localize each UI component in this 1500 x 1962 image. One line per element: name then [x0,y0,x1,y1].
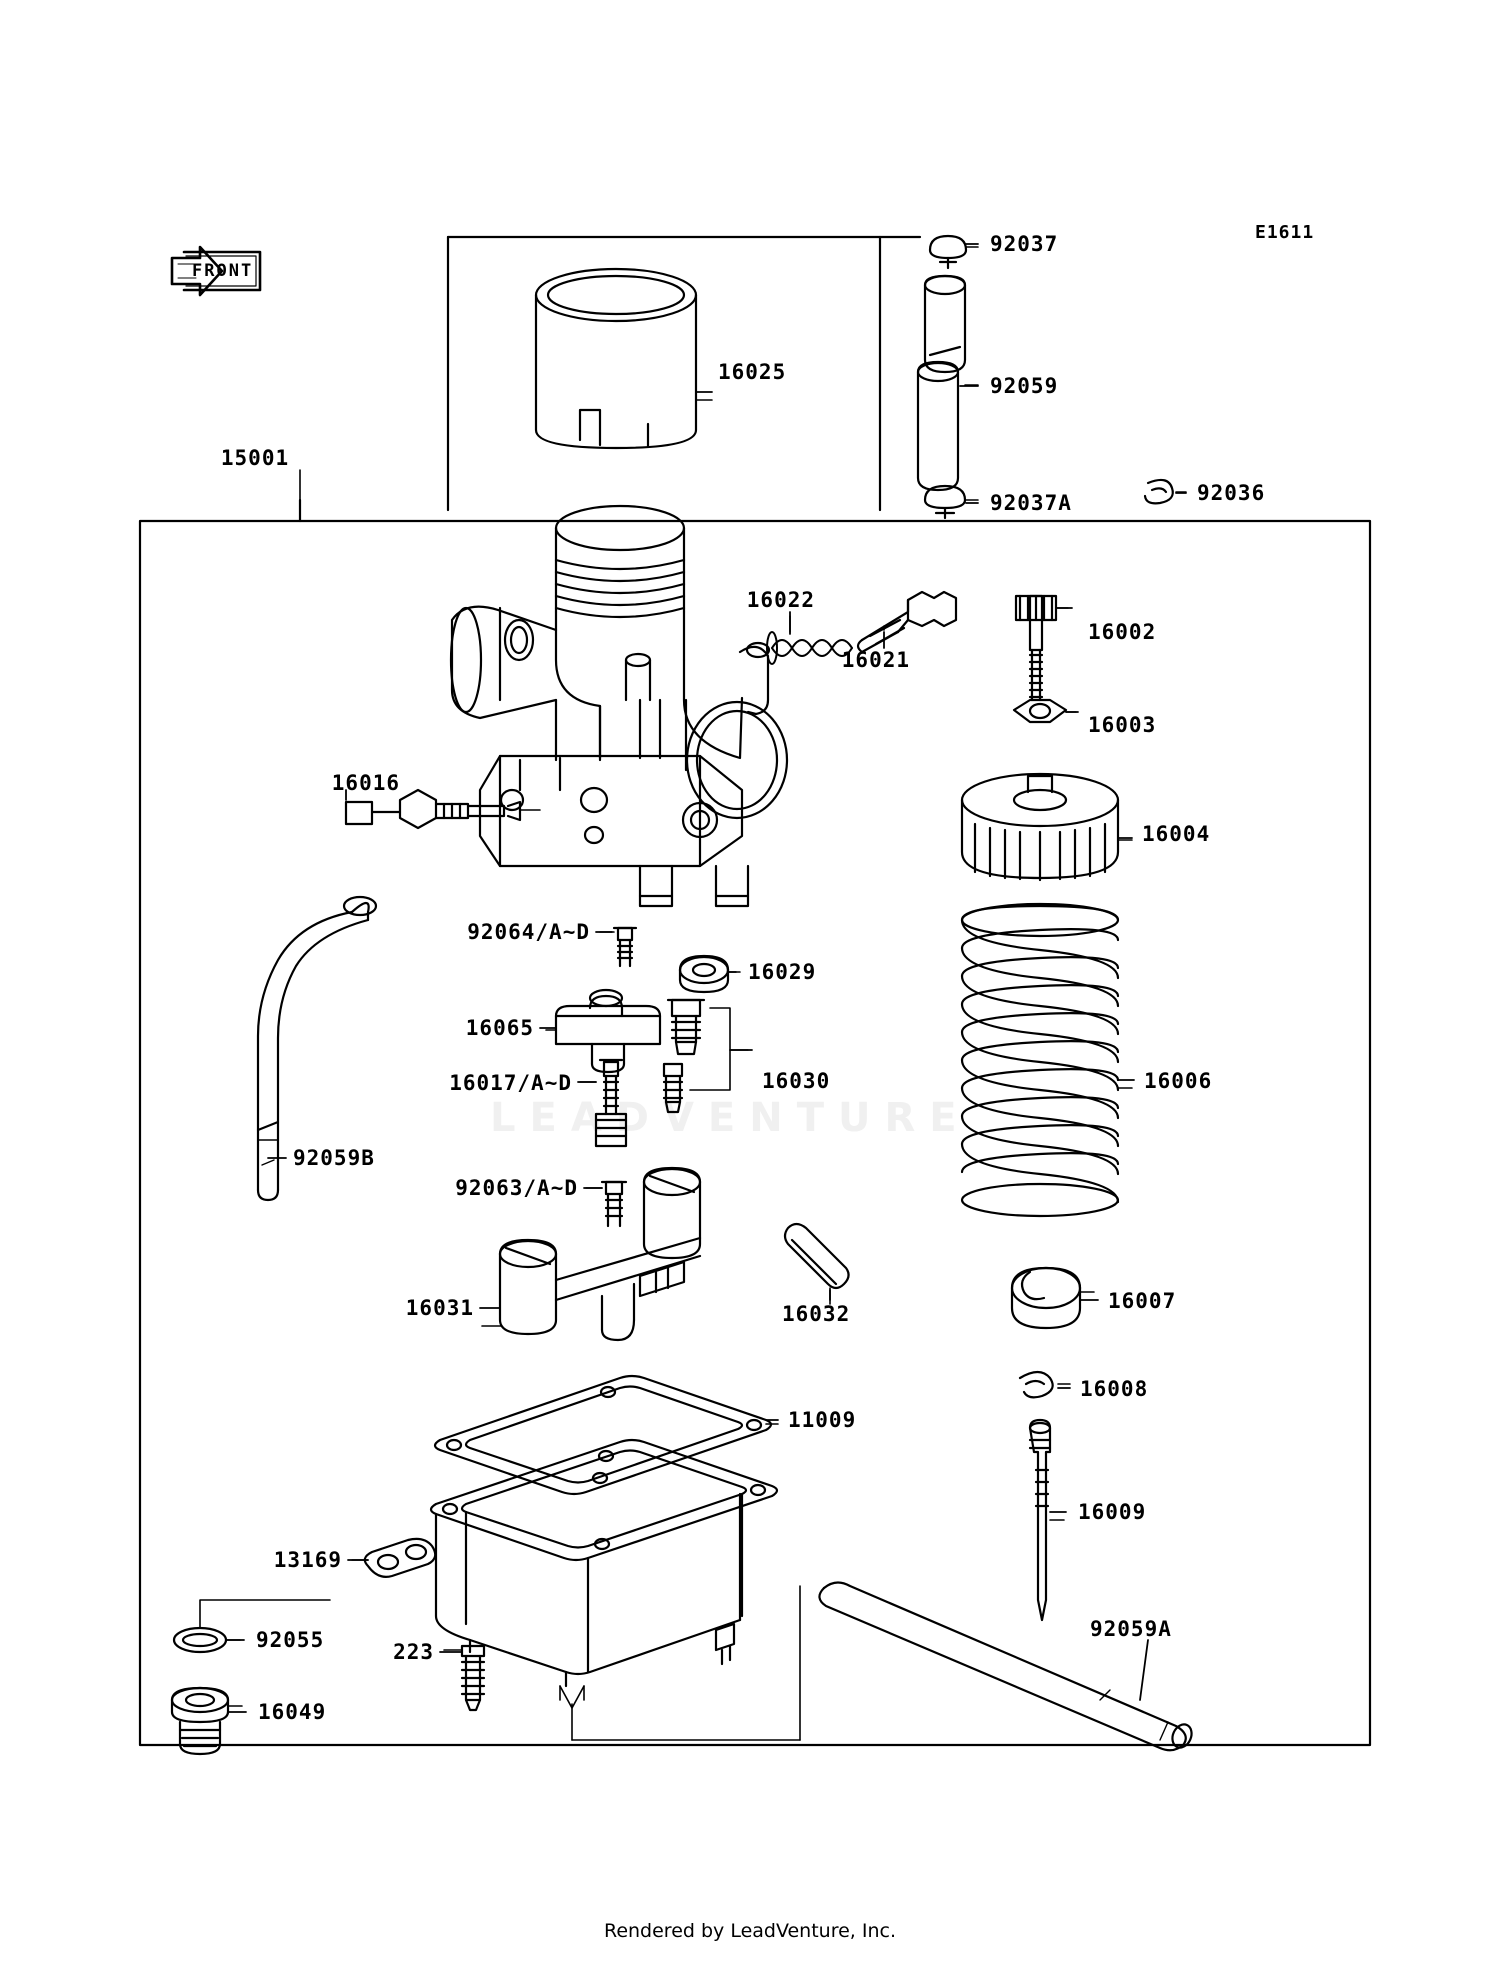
part-label-92063: 92063/A~D [455,1176,578,1200]
part-label-16016: 16016 [331,771,400,795]
part-label-92059A: 92059A [1090,1617,1172,1641]
footer-credit: Rendered by LeadVenture, Inc. [603,1920,897,1942]
part-label-15001: 15001 [220,446,290,470]
diagram-code: E1611 [1255,222,1315,243]
part-label-92037: 92037 [990,232,1059,256]
part-label-16065: 16065 [465,1016,534,1040]
front-marker-label: FRONT [192,261,254,281]
part-label-16004: 16004 [1142,822,1211,846]
part-label-92037A: 92037A [990,491,1072,515]
part-label-13169: 13169 [273,1548,342,1572]
part-label-16049: 16049 [258,1700,327,1724]
part-label-16002: 16002 [1088,620,1157,644]
watermark-text: LEADVENTURE [490,1095,971,1141]
part-label-92055: 92055 [256,1628,325,1652]
part-label-16025: 16025 [718,360,787,384]
part-label-11009: 11009 [788,1408,857,1432]
part-label-16007: 16007 [1108,1289,1177,1313]
part-label-92036: 92036 [1197,481,1266,505]
part-label-16003: 16003 [1088,713,1157,737]
part-label-16029: 16029 [748,960,817,984]
part-label-16017: 16017/A~D [449,1071,572,1095]
part-label-16008: 16008 [1080,1377,1149,1401]
part-label-223: 223 [393,1640,434,1664]
part-label-92059: 92059 [990,374,1059,398]
part-label-16021: 16021 [841,648,910,672]
part-label-16031: 16031 [405,1296,474,1320]
part-label-16009: 16009 [1078,1500,1147,1524]
part-label-92059B: 92059B [293,1146,375,1170]
part-label-92064: 92064/A~D [467,920,590,944]
part-label-16032: 16032 [782,1302,851,1326]
part-label-16022: 16022 [746,588,815,612]
part-label-16006: 16006 [1144,1069,1213,1093]
part-label-16030: 16030 [762,1069,831,1093]
